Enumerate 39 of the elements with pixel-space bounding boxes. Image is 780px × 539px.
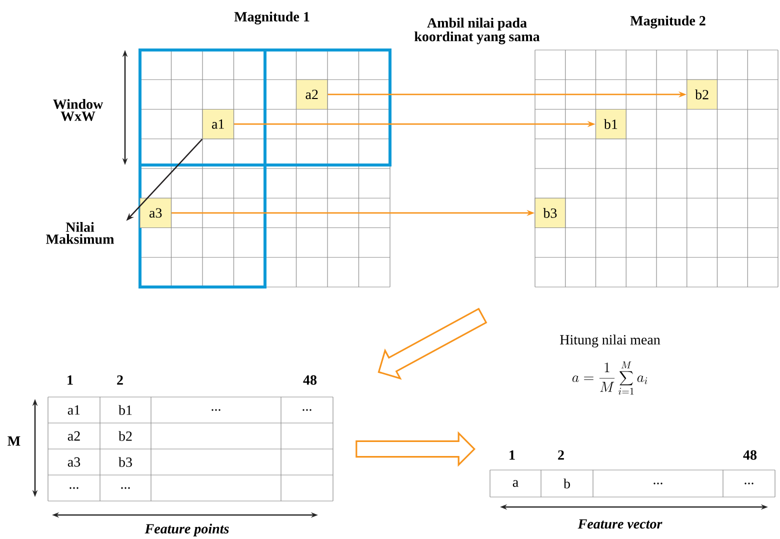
highlighted-cell: a2: [296, 79, 328, 110]
table-text: b2: [118, 431, 132, 441]
highlighted-cell: b3: [534, 198, 566, 228]
column-number: 2: [558, 450, 564, 460]
table-text: a2: [68, 431, 80, 441]
table-text: ...: [121, 487, 130, 489]
table-text: ...: [302, 409, 312, 411]
grid-title: Magnitude 1: [234, 12, 310, 24]
formula: $a = \frac{1}{M}\sum_{i=1}^{M} a_i$: [572, 361, 648, 395]
table: [490, 470, 776, 498]
table-text: b: [564, 478, 570, 488]
table-text: a: [512, 480, 518, 487]
label-text: Hitung nilai mean: [560, 334, 660, 348]
highlighted-cell: a1: [202, 108, 234, 140]
dimension-label: Feature points: [144, 524, 229, 536]
table: [48, 396, 334, 502]
table-text: ...: [744, 482, 754, 484]
label-text: Ambil nilai pada koordinat yang sama: [414, 18, 540, 44]
table-text: ...: [70, 487, 78, 489]
highlighted-cell: b1: [595, 108, 626, 140]
column-number: 48: [743, 450, 757, 460]
column-number: 48: [303, 375, 317, 385]
table-text: a3: [68, 457, 80, 467]
table-text: b3: [118, 457, 132, 467]
grid-title: Magnitude 2: [630, 16, 706, 28]
highlighted-cell: b2: [686, 79, 718, 110]
block-arrow: [378, 308, 488, 380]
column-number: 1: [68, 375, 73, 385]
table-text: ...: [212, 409, 220, 411]
table-text: ...: [654, 482, 662, 484]
annotation-text: Nilai Maksimum: [46, 222, 114, 244]
dimension-label: M: [8, 436, 20, 446]
table-text: a1: [68, 405, 80, 415]
column-number: 2: [117, 375, 123, 385]
table-text: b1: [118, 405, 132, 415]
highlighted-cell: a3: [140, 198, 172, 228]
column-number: 1: [510, 450, 515, 460]
dimension-label: Feature vector: [578, 519, 662, 529]
label-text: Window WxW: [53, 99, 104, 121]
